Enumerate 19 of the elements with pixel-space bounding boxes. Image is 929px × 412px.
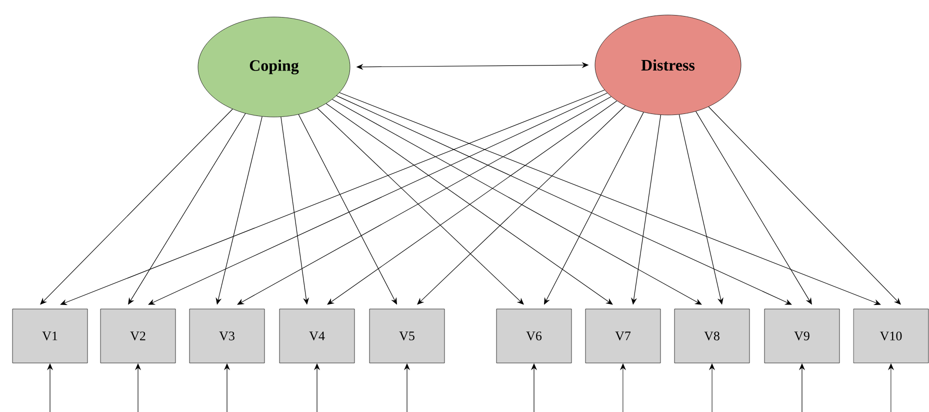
arrow: [40, 108, 233, 305]
variable-box: V2: [100, 308, 176, 364]
arrow: [708, 106, 901, 305]
variable-box: V8: [674, 308, 750, 364]
variable-box: V6: [496, 308, 572, 364]
arrow: [417, 105, 626, 305]
arrow: [332, 99, 702, 305]
variable-box: V7: [585, 308, 661, 364]
arrow: [60, 90, 605, 306]
variable-box: V4: [279, 308, 355, 364]
variable-box: V5: [369, 308, 445, 364]
variable-box: V1: [12, 308, 88, 364]
arrow: [237, 96, 612, 305]
variable-box: V10: [853, 308, 929, 364]
variable-box: V9: [764, 308, 840, 364]
arrow: [317, 108, 524, 305]
arrow: [148, 92, 608, 305]
variable-box: V3: [189, 308, 265, 364]
arrow: [336, 95, 792, 305]
